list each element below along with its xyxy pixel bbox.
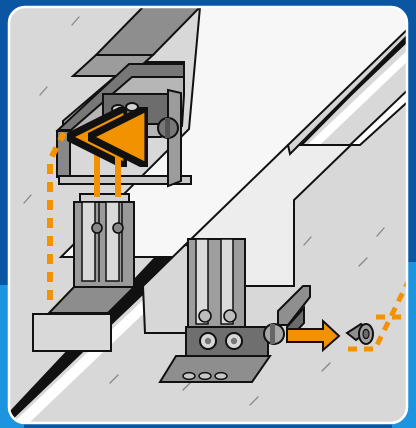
diagram-content xyxy=(9,0,414,423)
